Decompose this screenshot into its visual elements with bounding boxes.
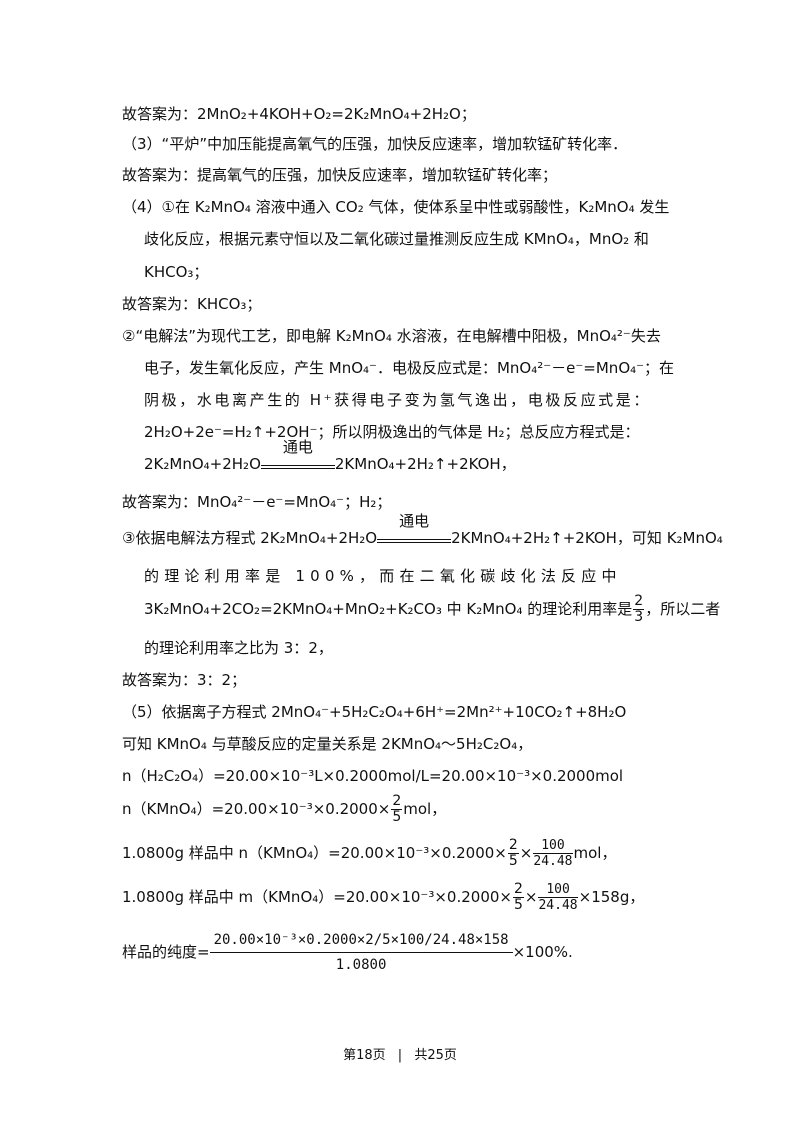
purity-line: 样品的纯度=20.00×10⁻³×0.2000×2/5×100/24.48×15…	[122, 930, 573, 975]
text-line: （5）依据离子方程式 2MnO₄⁻+5H₂C₂O₄+6H⁺=2Mn²⁺+10CO…	[122, 703, 627, 721]
text-line: 可知 KMnO₄ 与草酸反应的定量关系是 2KMnO₄～5H₂C₂O₄，	[122, 735, 533, 753]
fraction-denominator: 24.48	[538, 898, 578, 913]
fraction-denominator: 5	[392, 809, 402, 825]
fraction-numerator: 2	[507, 837, 519, 854]
fraction-denominator: 3	[634, 609, 644, 625]
fraction-denominator: 5	[508, 853, 518, 869]
answer-line: 故答案为：MnO₄²⁻－e⁻=MnO₄⁻；H₂；	[122, 493, 392, 511]
footer-separator: |	[397, 1048, 403, 1063]
text-segment: mol，	[573, 844, 617, 862]
answer-line: 故答案为：3：2；	[122, 671, 247, 689]
page-number: 第18页	[343, 1048, 386, 1063]
equation-left: 2K₂MnO₄+2H₂O	[144, 455, 261, 473]
electrolysis-arrow: 通电	[260, 438, 335, 469]
answer-line: 故答案为：KHCO₃；	[122, 295, 262, 313]
fraction-numerator: 2	[391, 793, 403, 810]
purity-fraction: 20.00×10⁻³×0.2000×2/5×100/24.48×158 1.080…	[209, 930, 513, 975]
text-line: 电子，发生氧化反应，产生 MnO₄⁻．电极反应式是：MnO₄²⁻－e⁻=MnO₄…	[144, 359, 675, 377]
text-line: （4）①在 K₂MnO₄ 溶液中通入 CO₂ 气体，使体系呈中性或弱酸性，K₂M…	[122, 198, 670, 216]
text-segment: mol，	[403, 800, 447, 818]
equals-bar	[260, 465, 335, 469]
text-line: KHCO₃；	[144, 263, 209, 281]
equation-right: 2KMnO₄+2H₂↑+2KOH，可知 K₂MnO₄	[451, 529, 723, 547]
times-sign: ×	[519, 844, 533, 862]
equals-bar	[377, 539, 452, 543]
condition-label: 通电	[399, 512, 430, 530]
fraction-denominator: 24.48	[533, 854, 573, 869]
times-sign: ×	[524, 888, 538, 906]
text-segment: n（KMnO₄）=20.00×10⁻³×0.2000×	[122, 800, 391, 818]
fraction-numerator: 100	[538, 882, 578, 898]
equation-line: ③依据电解法方程式 2K₂MnO₄+2H₂O 通电 2KMnO₄+2H₂↑+2KOH…	[122, 512, 723, 548]
text-line: （3）“平炉”中加压能提高氧气的压强，加快反应速率，增加软锰矿转化率．	[122, 135, 628, 153]
text-segment: ，所以二者	[645, 600, 721, 618]
text-line: 2H₂O+2e⁻=H₂↑+2OH⁻；所以阴极逸出的气体是 H₂；总反应方程式是：	[144, 423, 640, 441]
text-segment: 1.0800g 样品中 m（KMnO₄）=20.00×10⁻³×0.2000×	[122, 888, 512, 906]
electrolysis-arrow: 通电	[377, 512, 452, 543]
page-total: 共25页	[414, 1048, 457, 1063]
text-segment: 3K₂MnO₄+2CO₂=2KMnO₄+MnO₂+K₂CO₃ 中 K₂MnO₄ …	[144, 600, 633, 618]
text-segment: 1.0800g 样品中 n（KMnO₄）=20.00×10⁻³×0.2000×	[122, 844, 507, 862]
calc-line: 1.0800g 样品中 m（KMnO₄）=20.00×10⁻³×0.2000×2…	[122, 881, 645, 914]
equation-left: ③依据电解法方程式 2K₂MnO₄+2H₂O	[122, 529, 378, 547]
text-line: 阴极，水电离产生的 H⁺获得电子变为氢气逸出，电极反应式是：	[144, 391, 651, 409]
page-footer: 第18页 | 共25页	[0, 1044, 800, 1063]
equation-line: 2K₂MnO₄+2H₂O 通电 2KMnO₄+2H₂↑+2KOH，	[144, 438, 516, 474]
condition-label: 通电	[282, 438, 313, 456]
text-segment: 样品的纯度=	[122, 943, 210, 961]
fraction-denominator: 1.0800	[335, 957, 387, 973]
answer-line: 故答案为：提高氧气的压强，加快反应速率，增加软锰矿转化率；	[122, 166, 558, 184]
calc-line: 1.0800g 样品中 n（KMnO₄）=20.00×10⁻³×0.2000×2…	[122, 837, 617, 870]
fraction-numerator: 2	[512, 881, 524, 898]
fraction-numerator: 100	[533, 838, 573, 854]
answer-line: 故答案为：2MnO₂+4KOH+O₂=2K₂MnO₄+2H₂O；	[122, 105, 476, 123]
text-line: 的理论利用率是 100%，而在二氧化碳歧化法反应中	[144, 567, 622, 585]
fraction-numerator: 2	[633, 593, 645, 610]
fraction-numerator: 20.00×10⁻³×0.2000×2/5×100/24.48×158	[209, 930, 513, 953]
text-line: 歧化反应，根据元素守恒以及二氧化碳过量推测反应生成 KMnO₄，MnO₂ 和	[144, 230, 649, 248]
equation-right: 2KMnO₄+2H₂↑+2KOH，	[334, 455, 516, 473]
calc-line: n（H₂C₂O₄）=20.00×10⁻³L×0.2000mol/L=20.00×…	[122, 767, 624, 785]
text-line: 的理论利用率之比为 3：2，	[144, 639, 333, 657]
text-line: 3K₂MnO₄+2CO₂=2KMnO₄+MnO₂+K₂CO₃ 中 K₂MnO₄ …	[144, 594, 720, 625]
fraction-denominator: 5	[513, 897, 523, 913]
text-segment: ×100%.	[512, 943, 573, 961]
text-line: ②“电解法”为现代工艺，即电解 K₂MnO₄ 水溶液，在电解槽中阳极，MnO₄²…	[122, 327, 661, 345]
text-segment: ×158g，	[578, 888, 645, 906]
